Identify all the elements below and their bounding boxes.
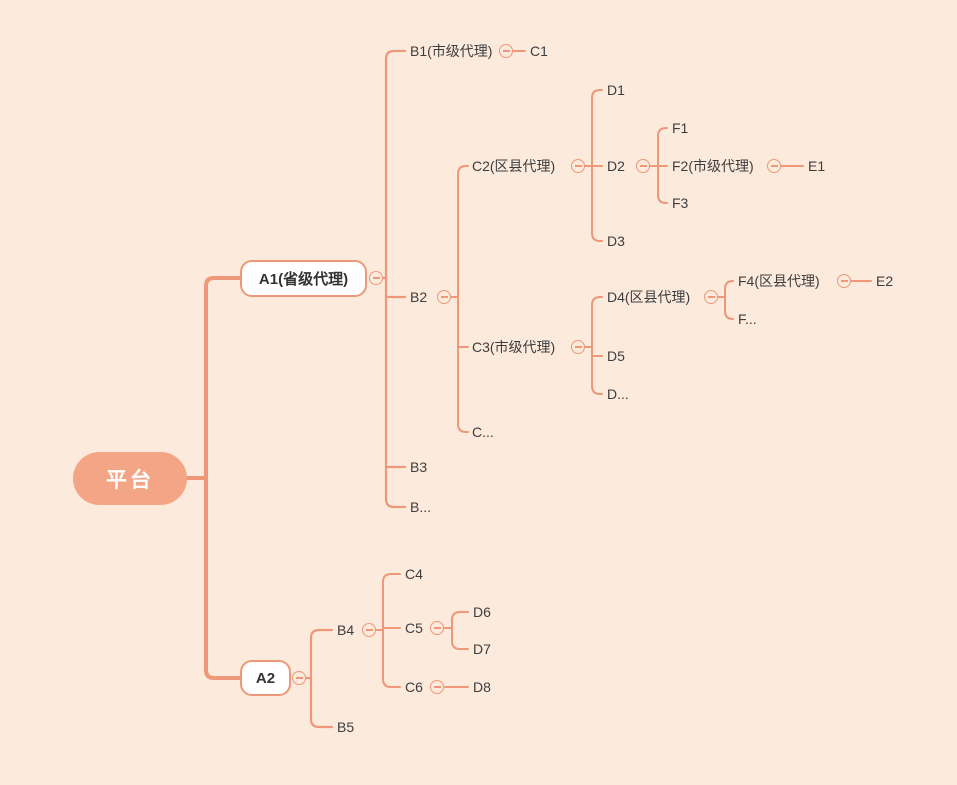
collapse-icon-c3[interactable] xyxy=(571,340,585,354)
edge-a2-children xyxy=(304,628,334,729)
collapse-icon-c2[interactable] xyxy=(571,159,585,173)
node-c3[interactable]: C3(市级代理) xyxy=(472,339,556,355)
collapse-icon-b4[interactable] xyxy=(362,623,376,637)
node-c-more[interactable]: C... xyxy=(472,424,494,440)
collapse-icon-f4[interactable] xyxy=(837,274,851,288)
edge-b2-children xyxy=(450,165,469,433)
edge-c3-children xyxy=(584,296,603,395)
node-d6[interactable]: D6 xyxy=(473,604,491,620)
edge-root-children xyxy=(204,276,242,680)
node-b4[interactable]: B4 xyxy=(337,622,355,638)
collapse-icon-c6[interactable] xyxy=(430,680,444,694)
node-f-more[interactable]: F... xyxy=(738,311,757,327)
node-d8[interactable]: D8 xyxy=(473,679,491,695)
node-b2[interactable]: B2 xyxy=(410,289,428,305)
collapse-icon-a2[interactable] xyxy=(292,671,306,685)
node-d7[interactable]: D7 xyxy=(473,641,491,657)
root-node-platform[interactable]: 平台 xyxy=(73,452,187,505)
collapse-icon-b1[interactable] xyxy=(499,44,513,58)
collapse-icon-f2[interactable] xyxy=(767,159,781,173)
node-c5[interactable]: C5 xyxy=(405,620,423,636)
edge-c5-children xyxy=(443,611,469,650)
node-d-more[interactable]: D... xyxy=(607,386,629,402)
node-f3[interactable]: F3 xyxy=(672,195,689,211)
node-d1[interactable]: D1 xyxy=(607,82,625,98)
node-f4[interactable]: F4(区县代理) xyxy=(738,273,820,289)
node-c2[interactable]: C2(区县代理) xyxy=(472,158,556,174)
node-c4[interactable]: C4 xyxy=(405,566,423,582)
collapse-icon-c5[interactable] xyxy=(430,621,444,635)
edge-d4-children xyxy=(717,280,734,320)
node-b5[interactable]: B5 xyxy=(337,719,355,735)
node-a2[interactable]: A2 xyxy=(240,660,291,696)
node-e1[interactable]: E1 xyxy=(808,158,826,174)
node-d5[interactable]: D5 xyxy=(607,348,625,364)
node-a1[interactable]: A1(省级代理) xyxy=(240,260,367,297)
collapse-icon-a1[interactable] xyxy=(369,271,383,285)
node-c6[interactable]: C6 xyxy=(405,679,423,695)
edge-a1-children xyxy=(381,49,407,509)
collapse-icon-d4[interactable] xyxy=(704,290,718,304)
edge-c2-children xyxy=(584,89,603,242)
node-b3[interactable]: B3 xyxy=(410,459,428,475)
node-d4[interactable]: D4(区县代理) xyxy=(607,289,691,305)
edge-b4-children xyxy=(375,573,401,688)
collapse-icon-d2[interactable] xyxy=(636,159,650,173)
node-b-more[interactable]: B... xyxy=(410,499,432,515)
node-f2[interactable]: F2(市级代理) xyxy=(672,158,754,174)
node-f1[interactable]: F1 xyxy=(672,120,689,136)
node-b1[interactable]: B1(市级代理) xyxy=(410,43,493,59)
node-d3[interactable]: D3 xyxy=(607,233,625,249)
edge-d2-children xyxy=(649,127,668,204)
node-c1[interactable]: C1 xyxy=(530,43,548,59)
node-e2[interactable]: E2 xyxy=(876,273,894,289)
collapse-icon-b2[interactable] xyxy=(437,290,451,304)
node-d2[interactable]: D2 xyxy=(607,158,625,174)
